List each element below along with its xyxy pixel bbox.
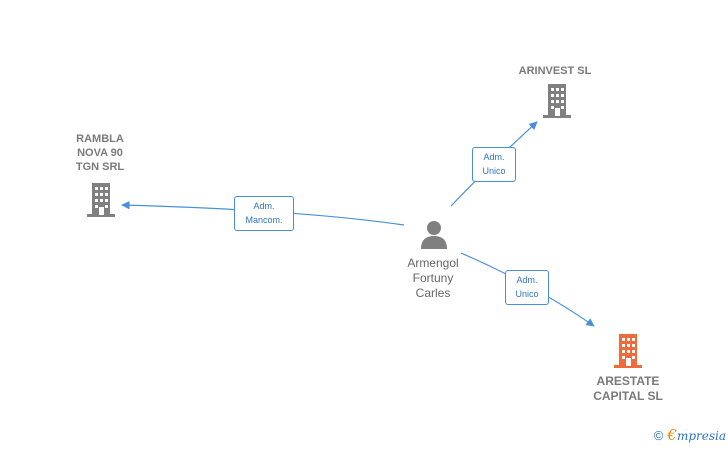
node-label-person[interactable]: Armengol Fortuny Carles: [393, 256, 473, 301]
node-label-line: CAPITAL SL: [593, 389, 663, 403]
brand-logo-letter: €: [667, 426, 677, 444]
node-label-line: RAMBLA: [76, 133, 124, 145]
edge-label-line: Adm.: [516, 275, 538, 285]
edge-label-line: Unico: [482, 166, 506, 176]
person-icon[interactable]: [419, 219, 449, 249]
building-icon[interactable]: [85, 183, 117, 217]
edge-label-rambla[interactable]: Adm. Mancom.: [234, 196, 294, 231]
copyright-mark: ©: [653, 428, 664, 443]
edge-label-line: Unico: [515, 289, 539, 299]
node-label-line: TGN SRL: [75, 161, 125, 173]
node-label-arinvest[interactable]: ARINVEST SL: [505, 64, 605, 78]
brand-footer: ©€mpresia: [654, 426, 726, 444]
brand-logo-text: mpresia: [676, 429, 726, 443]
node-label-rambla[interactable]: RAMBLA NOVA 90 TGN SRL: [60, 132, 140, 174]
edge-label-arestate[interactable]: Adm. Unico: [505, 270, 549, 305]
node-label-line: Fortuny: [412, 271, 454, 285]
node-label-line: ARESTATE: [596, 374, 660, 388]
node-label-line: ARINVEST SL: [518, 65, 592, 77]
building-icon[interactable]: [541, 84, 573, 118]
edge-label-arinvest[interactable]: Adm. Unico: [472, 147, 516, 182]
node-label-line: Carles: [415, 286, 451, 300]
node-label-arestate[interactable]: ARESTATE CAPITAL SL: [578, 374, 678, 404]
node-label-line: Armengol: [407, 256, 459, 270]
edge-label-line: Adm.: [253, 201, 275, 211]
building-icon[interactable]: [612, 334, 644, 368]
edge-label-line: Adm.: [483, 152, 505, 162]
edge-label-line: Mancom.: [245, 215, 283, 225]
node-label-line: NOVA 90: [77, 147, 123, 159]
